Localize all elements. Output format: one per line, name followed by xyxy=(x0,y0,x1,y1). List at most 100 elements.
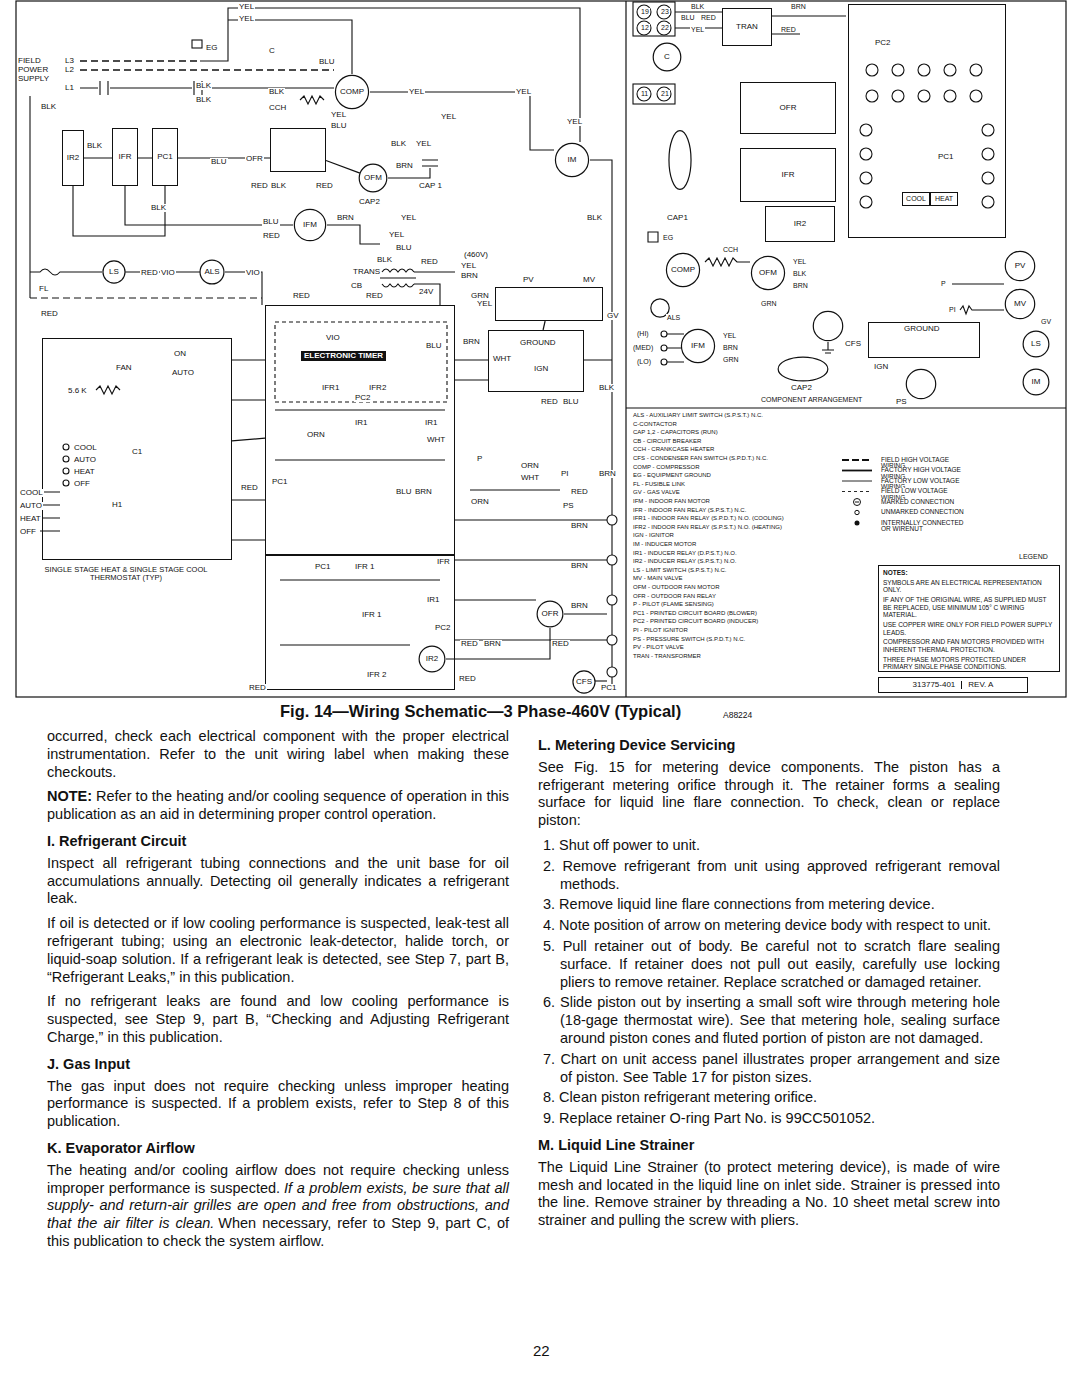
component-tag: (LO) xyxy=(636,358,652,365)
wire-label: BLU xyxy=(318,58,336,66)
note-text: SYMBOLS ARE AN ELECTRICAL REPRESENTATION… xyxy=(883,579,1055,594)
wire-label: BRN xyxy=(483,640,502,648)
wire-label: BLK xyxy=(598,384,615,392)
legend-connection-sample xyxy=(855,510,859,514)
field-wiring xyxy=(30,61,334,298)
wire-label: WHT xyxy=(520,474,540,482)
note-text: IF ANY OF THE ORIGINAL WIRE, AS SUPPLIED… xyxy=(883,596,1055,619)
notes-box: NOTES:SYMBOLS ARE AN ELECTRICAL REPRESEN… xyxy=(878,565,1060,672)
wire-label: RED xyxy=(551,640,570,648)
text-column: occurred, check each electrical componen… xyxy=(47,728,509,1258)
legend-abbreviation: EG - EQUIPMENT GROUND xyxy=(632,472,712,478)
component-label: ON xyxy=(173,350,187,358)
legend-abbreviation: GV - GAS VALVE xyxy=(632,489,681,495)
wire-label: RED xyxy=(292,292,311,300)
relay-box: OFR xyxy=(740,82,836,134)
component-tag: COMPONENT ARRANGEMENT xyxy=(760,396,863,403)
wire-label: RED xyxy=(365,292,384,300)
component-label: COOL xyxy=(73,444,98,452)
component-label: IR1 xyxy=(354,419,368,427)
body-paragraph: The gas input does not require checking … xyxy=(47,1078,509,1131)
component-label: ALS xyxy=(204,268,219,276)
factory-wiring xyxy=(300,96,324,104)
component-label: MV xyxy=(1014,300,1026,308)
legend-abbreviation: IFR2 - INDOOR FAN RELAY (S.P.S.T.) N.O. … xyxy=(632,524,783,530)
component-outline xyxy=(335,75,368,108)
component-tag: CCH xyxy=(722,246,739,253)
factory-wiring xyxy=(422,160,438,166)
wire-label: PI xyxy=(560,470,570,478)
terminal-circle xyxy=(661,331,667,337)
figure-frame xyxy=(16,1,1066,697)
component-label: IFR 2 xyxy=(366,671,388,679)
factory-wiring xyxy=(327,225,380,244)
wire-connector xyxy=(326,160,360,173)
component-label: CFS xyxy=(844,340,862,348)
component-circle: COMP xyxy=(665,252,701,288)
component-tag: EG xyxy=(662,234,674,241)
factory-wiring xyxy=(594,680,607,681)
field-wiring xyxy=(30,298,262,299)
component-tag: BLK xyxy=(792,270,807,277)
component-label: PV xyxy=(522,276,535,284)
component-tag: YEL xyxy=(690,26,705,33)
wire-label: BLU xyxy=(395,488,413,496)
wire-label: (460V) xyxy=(463,251,489,259)
wire-label: BRN xyxy=(570,562,589,570)
terminal-circle xyxy=(637,87,651,101)
wire-label: YEL xyxy=(440,113,457,121)
component-label: PC2 xyxy=(434,624,452,632)
wire-label: CB xyxy=(350,282,363,290)
component-outline xyxy=(537,601,563,627)
factory-wiring xyxy=(29,96,30,298)
component-circle: C xyxy=(652,42,682,72)
component-tag: P xyxy=(940,280,947,287)
legend-text: INTERNALLY CONNECTED OR WIRENUT xyxy=(880,520,974,534)
terminal-circle xyxy=(63,444,69,450)
body-text: NOTE: xyxy=(47,788,92,804)
wire-label: RED xyxy=(240,484,259,492)
wire-label: PC1 xyxy=(600,684,618,692)
component-layout xyxy=(633,2,1004,362)
terminal-circle xyxy=(607,555,617,565)
wire-label: YEL xyxy=(400,214,417,222)
component-label: WHT xyxy=(426,436,446,444)
component-outline xyxy=(1005,251,1034,280)
wire-label: BLK xyxy=(150,204,167,212)
component-label: 5.6 K xyxy=(67,387,88,395)
component-label: OFF xyxy=(19,528,37,536)
component-outline xyxy=(905,368,937,400)
terminal-circle xyxy=(63,456,69,462)
component-outline xyxy=(812,310,844,342)
component-tag: BRN xyxy=(790,3,807,10)
wire-label: RED xyxy=(540,398,559,406)
component-outline xyxy=(813,311,842,340)
legend-abbreviation: IFR - INDOOR FAN RELAY (S.P.S.T.) N.C. xyxy=(632,507,747,513)
factory-wiring xyxy=(584,160,612,690)
factory-wiring xyxy=(40,492,60,531)
component-label: COMP xyxy=(671,266,695,274)
legend-abbreviation: IR1 - INDUCER RELAY (D.P.S.T.) N.O. xyxy=(632,550,738,556)
component-tag: 11 xyxy=(640,90,649,97)
factory-wiring xyxy=(275,322,447,402)
component-circle: CFS xyxy=(572,670,596,694)
component-label: IFR xyxy=(782,171,795,179)
step-item: 2. Remove refrigerant from unit using ap… xyxy=(538,858,1000,894)
legend-text: MARKED CONNECTION xyxy=(880,499,974,506)
component-tag: YEL xyxy=(792,258,807,265)
wire-label: YEL xyxy=(460,262,477,270)
relay-box: PC1 xyxy=(152,128,178,186)
wire-label: BRN xyxy=(570,522,589,530)
legend-abbreviation: MV - MAIN VALVE xyxy=(632,575,683,581)
step-item: 9. Replace retainer O-ring Part No. is 9… xyxy=(538,1110,1000,1128)
component-layout xyxy=(952,284,1004,314)
component-outline xyxy=(1023,369,1049,395)
wire-label: VIO xyxy=(160,269,176,277)
component-layout xyxy=(648,232,658,242)
wire-label: BLU xyxy=(562,398,580,406)
step-item: 7. Chart on unit access panel illustrate… xyxy=(538,1051,1000,1087)
component-circle: COMP xyxy=(334,74,370,110)
wire-label: FL xyxy=(38,285,49,293)
component-tag: GV xyxy=(1040,318,1052,325)
wire-label: YEL xyxy=(388,231,405,239)
